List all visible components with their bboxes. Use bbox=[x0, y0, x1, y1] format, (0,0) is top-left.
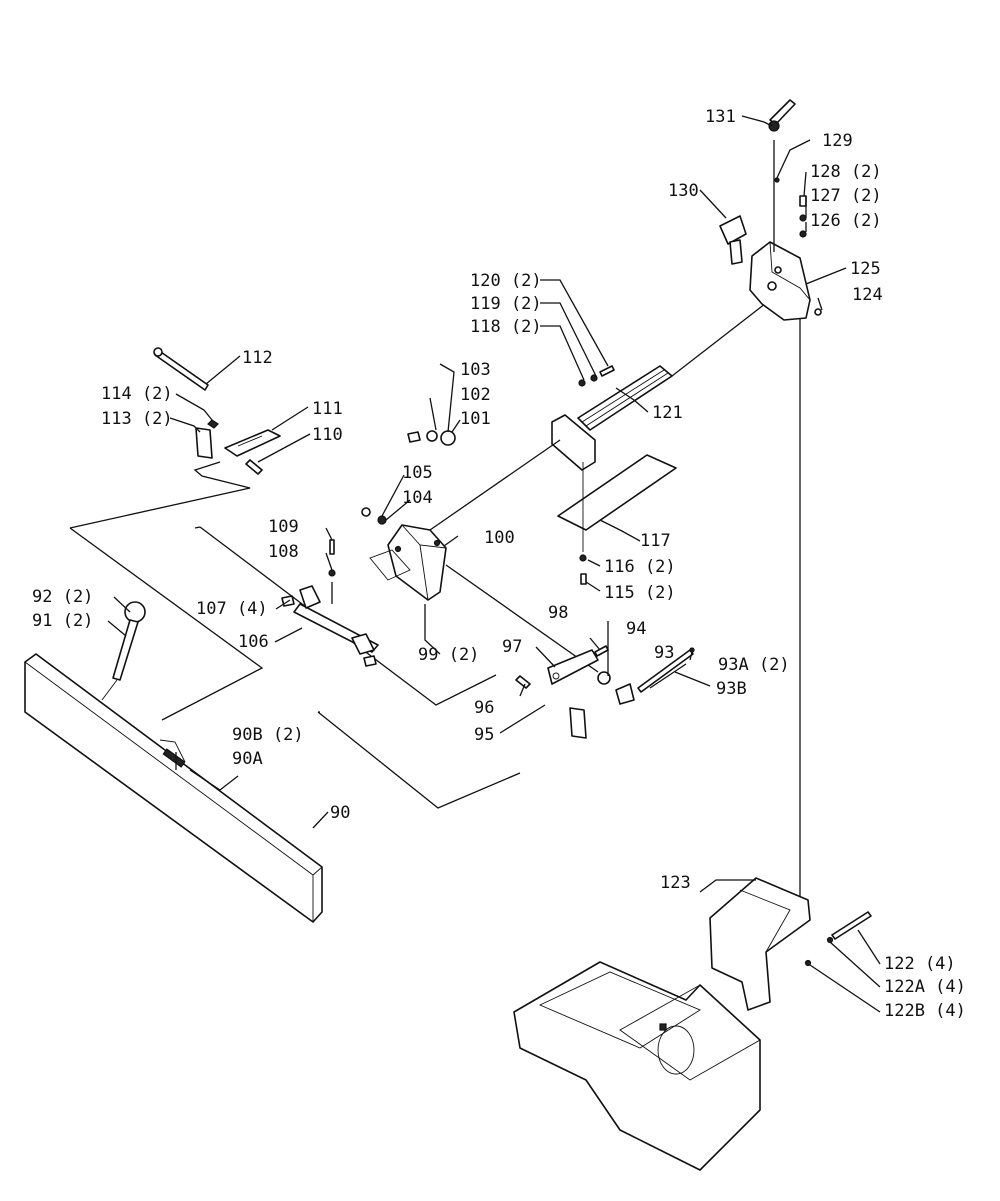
fasteners-126-128 bbox=[799, 195, 807, 238]
label-122B: 122B (4) bbox=[884, 1001, 966, 1021]
label-120: 120 (2) bbox=[470, 271, 542, 291]
knob-part-91-92 bbox=[101, 601, 146, 701]
block-part-125 bbox=[749, 241, 811, 321]
label-98: 98 bbox=[548, 603, 568, 623]
label-123: 123 bbox=[660, 873, 691, 893]
leader-lines bbox=[107, 115, 881, 1013]
base-casting bbox=[513, 961, 761, 1171]
label-122: 122 (4) bbox=[884, 954, 956, 974]
screws-122 bbox=[804, 911, 872, 967]
label-105: 105 bbox=[402, 463, 433, 483]
label-112: 112 bbox=[242, 348, 273, 368]
label-90A: 90A bbox=[232, 749, 263, 769]
screw-part-98 bbox=[594, 645, 609, 657]
label-109: 109 bbox=[268, 517, 299, 537]
label-117: 117 bbox=[640, 531, 671, 551]
label-126: 126 (2) bbox=[810, 211, 882, 231]
fasteners-101-103 bbox=[407, 430, 456, 446]
plate-outline-100 bbox=[369, 549, 411, 581]
fence-part-90 bbox=[24, 653, 323, 923]
label-119: 119 (2) bbox=[470, 294, 542, 314]
pin-part-96 bbox=[515, 675, 531, 689]
label-96: 96 bbox=[474, 698, 494, 718]
label-95: 95 bbox=[474, 725, 494, 745]
block-part-100 bbox=[387, 524, 447, 601]
assembly-line-b bbox=[194, 526, 201, 529]
rod-part-129 bbox=[773, 140, 780, 252]
cam-part-93 bbox=[615, 683, 635, 705]
label-101: 101 bbox=[460, 409, 491, 429]
fence-bracket-outline bbox=[69, 461, 521, 809]
label-108: 108 bbox=[268, 542, 299, 562]
label-94: 94 bbox=[626, 619, 646, 639]
label-129: 129 bbox=[822, 131, 853, 151]
label-90: 90 bbox=[330, 803, 350, 823]
label-127: 127 (2) bbox=[810, 186, 882, 206]
screw-part-114 bbox=[207, 419, 219, 429]
label-122A: 122A (4) bbox=[884, 977, 966, 997]
screw-part-124 bbox=[814, 308, 822, 316]
bracket-part-95 bbox=[569, 707, 587, 739]
label-124: 124 bbox=[852, 285, 883, 305]
label-118: 118 (2) bbox=[470, 317, 542, 337]
label-97: 97 bbox=[502, 637, 522, 657]
clamp-part-111 bbox=[224, 429, 281, 457]
label-107: 107 (4) bbox=[196, 599, 268, 619]
plate-part-121-mount bbox=[551, 414, 596, 471]
label-103: 103 bbox=[460, 360, 491, 380]
bracket-part-113 bbox=[195, 427, 213, 459]
label-111: 111 bbox=[312, 399, 343, 419]
bar-part-121 bbox=[577, 299, 771, 431]
label-116: 116 (2) bbox=[604, 557, 676, 577]
fasteners-118-120 bbox=[578, 365, 615, 387]
label-130: 130 bbox=[668, 181, 699, 201]
rod-part-112 bbox=[153, 347, 209, 391]
label-100: 100 bbox=[484, 528, 515, 548]
lever-part-131 bbox=[768, 99, 796, 132]
assembly-line-a bbox=[199, 526, 497, 706]
assembly-line-d bbox=[445, 564, 599, 673]
screws-108-109 bbox=[328, 539, 336, 577]
label-99: 99 (2) bbox=[418, 645, 479, 665]
label-102: 102 bbox=[460, 385, 491, 405]
label-92: 92 (2) bbox=[32, 587, 93, 607]
bracket-part-123 bbox=[709, 877, 811, 1011]
label-93B: 93B bbox=[716, 679, 747, 699]
label-106: 106 bbox=[238, 632, 269, 652]
label-91: 91 (2) bbox=[32, 611, 93, 631]
rod-part-93B bbox=[637, 649, 694, 693]
plate-part-117 bbox=[557, 454, 677, 531]
label-128: 128 (2) bbox=[810, 162, 882, 182]
rail-part-106 bbox=[293, 585, 379, 655]
label-125: 125 bbox=[850, 259, 881, 279]
label-90B: 90B (2) bbox=[232, 725, 304, 745]
washer-part-94 bbox=[597, 671, 611, 685]
knob-part-130 bbox=[719, 215, 747, 265]
label-131: 131 bbox=[705, 107, 736, 127]
label-93A: 93A (2) bbox=[718, 655, 790, 675]
label-114: 114 (2) bbox=[101, 384, 173, 404]
label-115: 115 (2) bbox=[604, 583, 676, 603]
assembly-line-c bbox=[429, 439, 561, 531]
pin-part-110 bbox=[245, 459, 263, 475]
label-104: 104 bbox=[402, 488, 433, 508]
part-labels: 90 90A 90B (2) 91 (2) 92 (2) 93 93A (2) … bbox=[32, 107, 966, 1021]
label-93: 93 bbox=[654, 643, 674, 663]
label-110: 110 bbox=[312, 425, 343, 445]
label-113: 113 (2) bbox=[101, 409, 173, 429]
lever-part-97 bbox=[547, 649, 599, 685]
label-121: 121 bbox=[652, 403, 683, 423]
fasteners-115-116 bbox=[579, 462, 587, 585]
pin-part-93A bbox=[689, 647, 695, 653]
